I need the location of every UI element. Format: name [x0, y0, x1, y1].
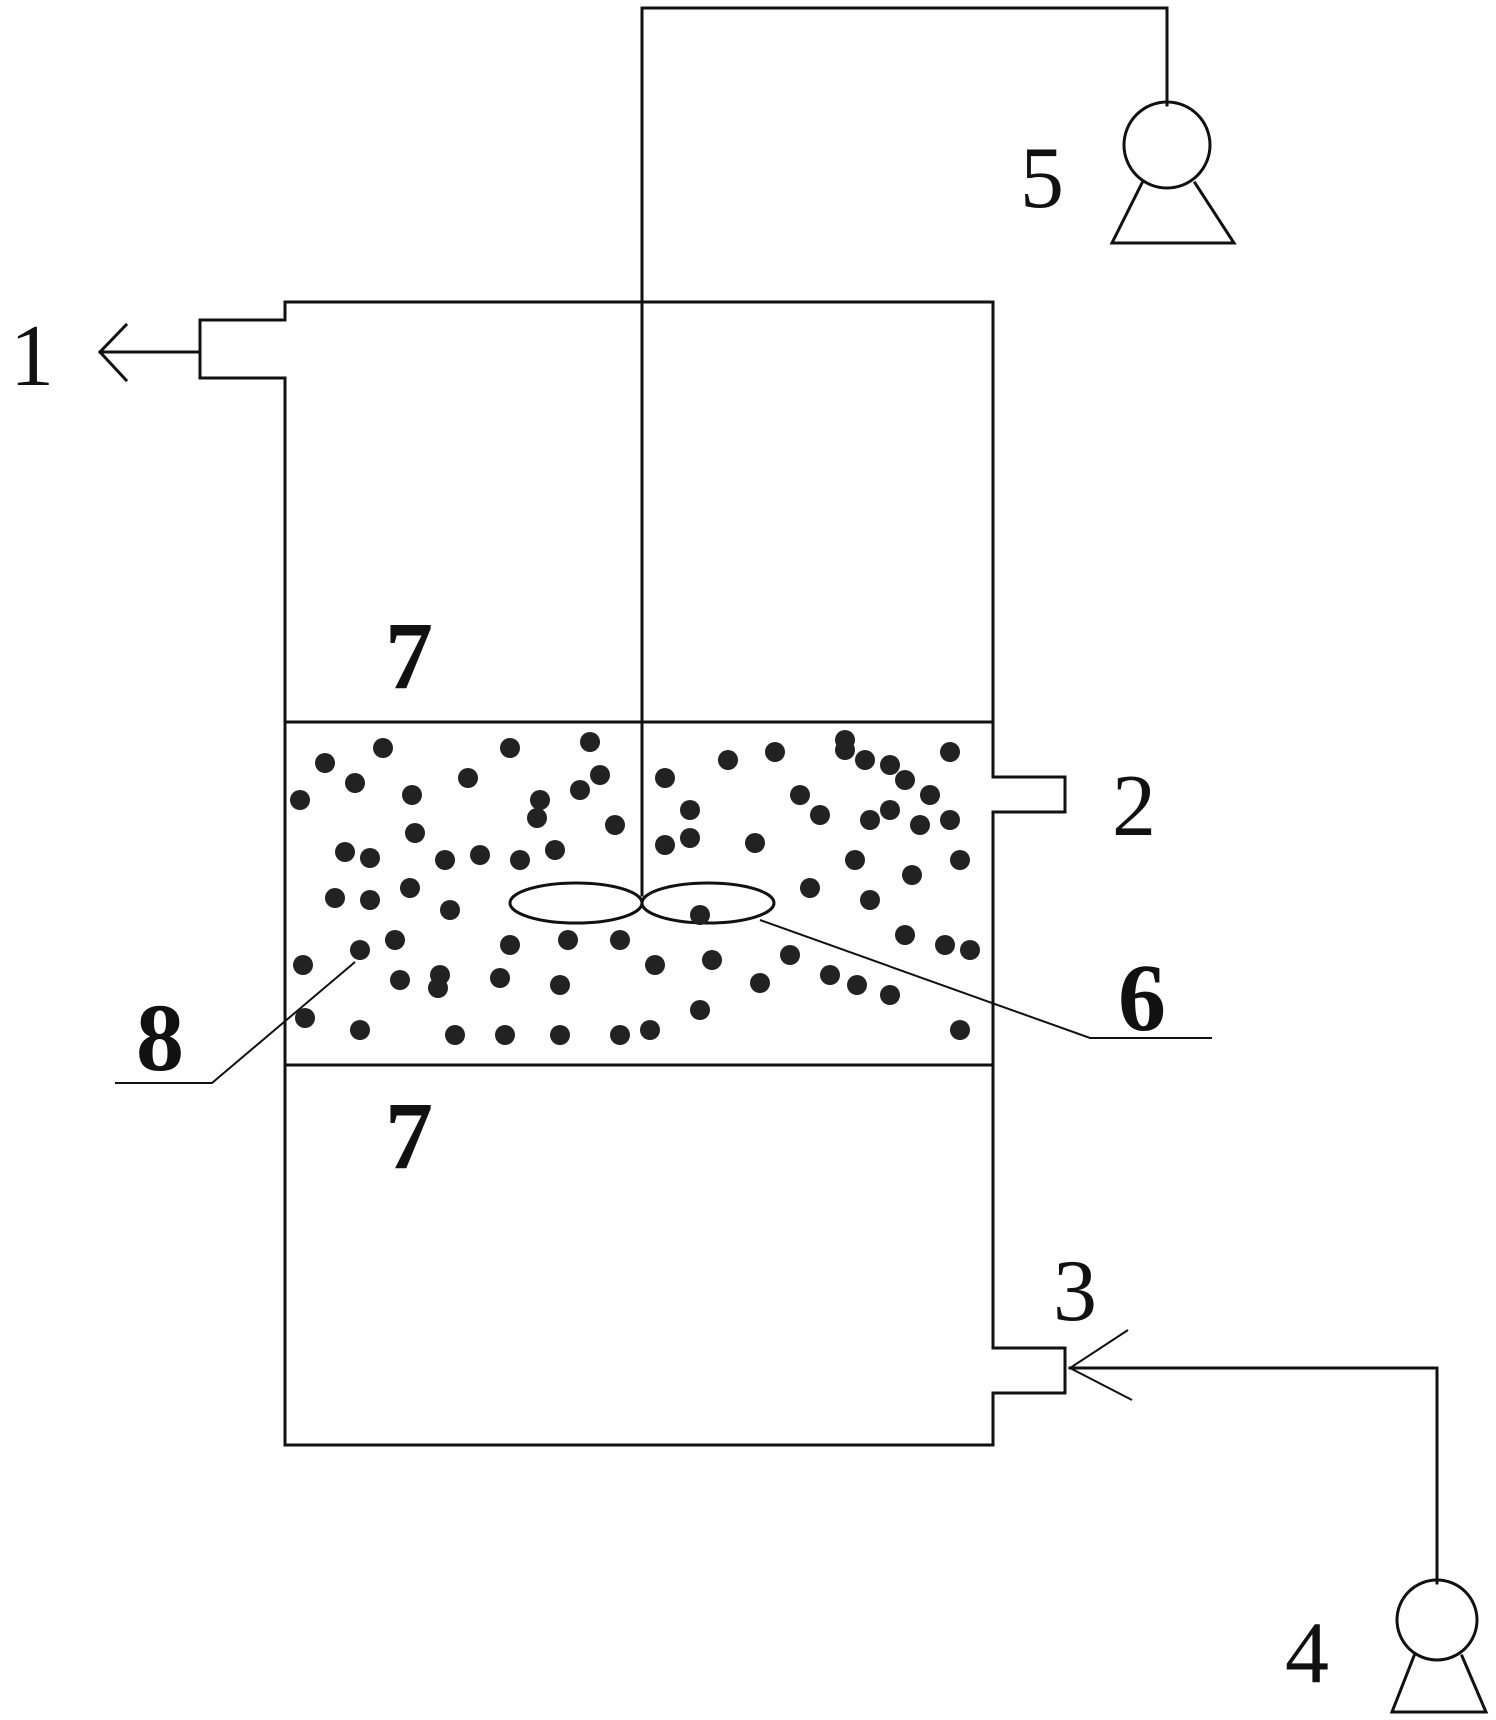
- particle: [960, 940, 980, 960]
- particle: [702, 950, 722, 970]
- particle: [680, 828, 700, 848]
- particle: [718, 750, 738, 770]
- particles: [290, 730, 980, 1045]
- arrow-left-icon: [97, 322, 202, 383]
- pump-icon: [1389, 1578, 1489, 1714]
- particle: [350, 1020, 370, 1040]
- particle: [950, 1020, 970, 1040]
- particle: [350, 940, 370, 960]
- particle: [510, 850, 530, 870]
- particle: [690, 905, 710, 925]
- particle: [550, 1025, 570, 1045]
- label-outlet-top: 1: [10, 308, 54, 405]
- particle: [745, 833, 765, 853]
- particle: [402, 785, 422, 805]
- particle: [860, 810, 880, 830]
- particle: [527, 808, 547, 828]
- particle: [500, 935, 520, 955]
- particle: [545, 840, 565, 860]
- label-zone-upper: 7: [385, 602, 433, 709]
- particle: [405, 823, 425, 843]
- particle: [750, 973, 770, 993]
- particle: [940, 742, 960, 762]
- particle: [290, 790, 310, 810]
- particle: [880, 985, 900, 1005]
- particle: [690, 1000, 710, 1020]
- particle: [610, 930, 630, 950]
- particle: [845, 850, 865, 870]
- label-inlet: 3: [1053, 1243, 1097, 1340]
- particle: [590, 765, 610, 785]
- particle: [920, 785, 940, 805]
- particle: [765, 742, 785, 762]
- label-zone-lower: 7: [385, 1082, 433, 1189]
- particle: [640, 1020, 660, 1040]
- particle: [880, 755, 900, 775]
- particle: [860, 890, 880, 910]
- particle: [790, 785, 810, 805]
- leader-lines: [115, 919, 1212, 1084]
- particle: [470, 845, 490, 865]
- particle: [293, 955, 313, 975]
- particle: [345, 773, 365, 793]
- particle: [780, 945, 800, 965]
- feed-line: [1068, 1366, 1439, 1585]
- label-particles: 8: [136, 984, 184, 1091]
- particle: [810, 805, 830, 825]
- particle: [895, 925, 915, 945]
- propeller-icon: [508, 881, 776, 925]
- particle: [335, 842, 355, 862]
- particle: [495, 1025, 515, 1045]
- particle: [935, 935, 955, 955]
- particle: [458, 768, 478, 788]
- particle: [895, 770, 915, 790]
- particle: [373, 738, 393, 758]
- particle: [558, 930, 578, 950]
- particle: [325, 888, 345, 908]
- reactor-vessel: [198, 300, 1067, 1447]
- particle: [605, 815, 625, 835]
- particle: [400, 878, 420, 898]
- particle: [295, 1008, 315, 1028]
- particle: [580, 732, 600, 752]
- particle: [820, 965, 840, 985]
- particle: [490, 968, 510, 988]
- particle: [445, 1025, 465, 1045]
- particle: [655, 768, 675, 788]
- pump-icon: [1109, 100, 1237, 245]
- particle: [940, 810, 960, 830]
- label-impeller: 6: [1118, 944, 1166, 1051]
- particle: [315, 753, 335, 773]
- particle: [390, 970, 410, 990]
- arrow-left-icon: [1068, 1329, 1133, 1401]
- particle: [360, 848, 380, 868]
- label-outlet-side: 2: [1112, 758, 1156, 855]
- particle: [800, 878, 820, 898]
- particle: [655, 835, 675, 855]
- particle: [430, 965, 450, 985]
- particle: [680, 800, 700, 820]
- particle: [910, 815, 930, 835]
- particle: [902, 865, 922, 885]
- particle: [440, 900, 460, 920]
- particle: [835, 730, 855, 750]
- stirrer-shaft: [640, 6, 1169, 897]
- packed-bed-zone: [283, 720, 995, 1067]
- particle: [880, 800, 900, 820]
- label-stirrer-motor: 5: [1020, 130, 1064, 227]
- particle: [645, 955, 665, 975]
- particle: [855, 750, 875, 770]
- particle: [385, 930, 405, 950]
- particle: [610, 1025, 630, 1045]
- particle: [550, 975, 570, 995]
- particle: [570, 780, 590, 800]
- label-feed-pump: 4: [1285, 1605, 1329, 1702]
- particle: [847, 975, 867, 995]
- particle: [950, 850, 970, 870]
- particle: [500, 738, 520, 758]
- particle: [360, 890, 380, 910]
- particle: [435, 850, 455, 870]
- particle: [530, 790, 550, 810]
